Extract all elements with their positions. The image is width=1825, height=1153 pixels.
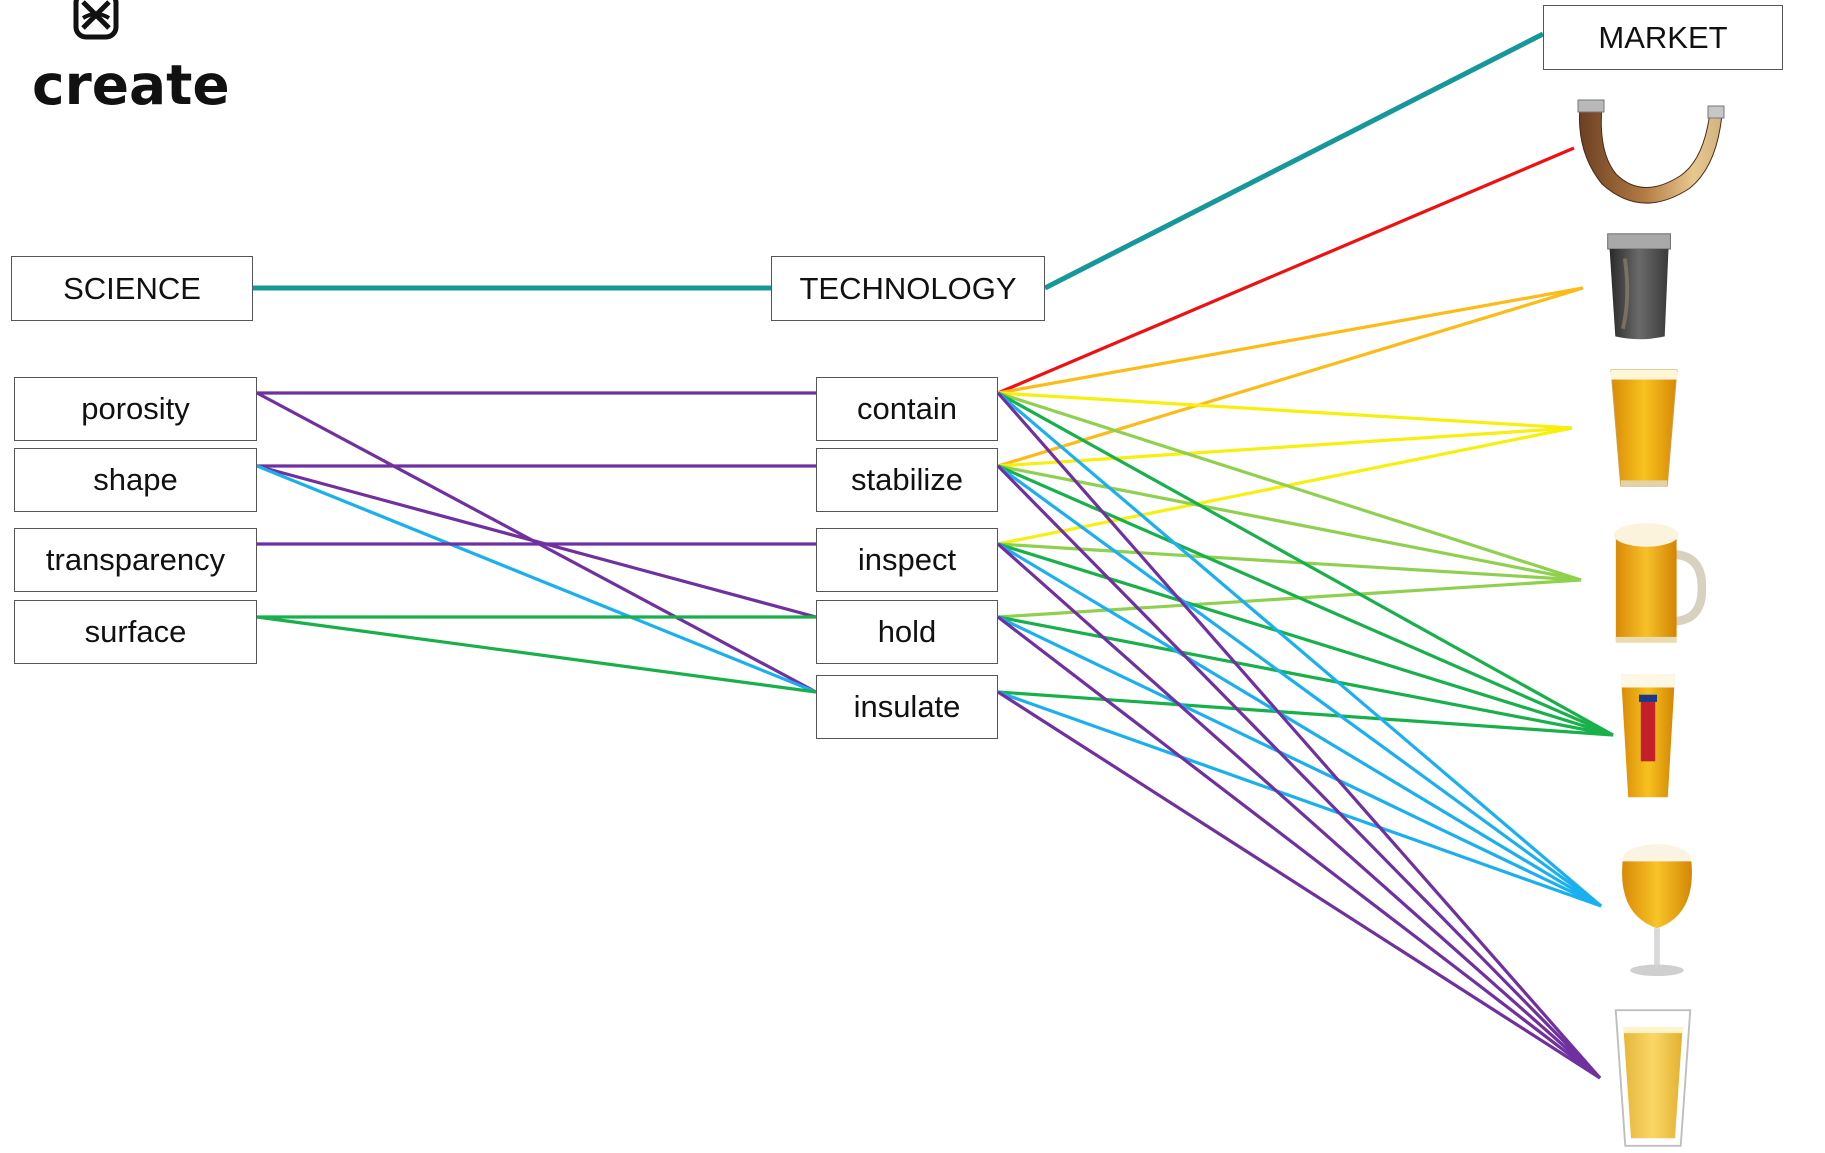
- connector-surface-insulate: [256, 615, 817, 694]
- connector-stabilize-tulip-glass: [997, 464, 1602, 908]
- science-item-porosity: porosity: [14, 377, 257, 441]
- technology-item-hold: hold: [816, 600, 998, 664]
- connector-contain-pint-glass: [997, 391, 1573, 430]
- technology-item-inspect: inspect: [816, 528, 998, 592]
- beer-mug-image: [1613, 523, 1706, 643]
- connector-hold-beer-mug: [997, 578, 1582, 619]
- double-wall-glass-image: [1614, 1009, 1692, 1147]
- connector-contain-drinking-horn: [997, 146, 1575, 395]
- connector-stabilize-double-wall-glass: [996, 464, 1602, 1080]
- connector-contain-jupiler-glass: [997, 391, 1614, 737]
- drinking-horn-image: [1577, 99, 1725, 204]
- connector-hold-jupiler-glass: [997, 615, 1614, 737]
- scale-logo-icon: [73, 0, 119, 40]
- technology-header: TECHNOLOGY: [771, 256, 1045, 321]
- technology-item-stabilize: stabilize: [816, 448, 998, 512]
- jupiler-glass-image: [1621, 674, 1675, 798]
- connector-contain-beer-mug: [997, 391, 1582, 582]
- connector-contain-tulip-glass: [996, 391, 1603, 908]
- connector-inspect-jupiler-glass: [997, 542, 1614, 737]
- science-header: SCIENCE: [11, 256, 253, 321]
- horn-cup-image: [1607, 233, 1671, 340]
- connector-stabilize-pint-glass: [997, 426, 1573, 468]
- technology-item-contain: contain: [816, 377, 998, 441]
- science-item-transparency: transparency: [14, 528, 257, 592]
- connector-contain-double-wall-glass: [996, 391, 1602, 1080]
- connector-insulate-tulip-glass: [997, 690, 1602, 908]
- connector-hold-double-wall-glass: [997, 615, 1601, 1080]
- pint-glass-image: [1610, 369, 1678, 487]
- tulip-glass-image: [1622, 844, 1692, 977]
- connector-inspect-double-wall-glass: [996, 542, 1602, 1080]
- connector-inspect-tulip-glass: [997, 542, 1602, 908]
- connector-contain-horn-cup: [997, 286, 1584, 395]
- connector-insulate-jupiler-glass: [997, 690, 1614, 737]
- market-header: MARKET: [1543, 5, 1783, 70]
- connector-insulate-double-wall-glass: [997, 690, 1601, 1080]
- science-item-shape: shape: [14, 448, 257, 512]
- connector-stabilize-beer-mug: [997, 464, 1582, 582]
- logo-wordmark: create: [32, 53, 230, 117]
- connector-inspect-beer-mug: [997, 542, 1582, 582]
- connector-shape-insulate: [256, 464, 817, 694]
- science-item-surface: surface: [14, 600, 257, 664]
- technology-item-insulate: insulate: [816, 675, 998, 739]
- connector-hold-tulip-glass: [997, 615, 1602, 908]
- connector-shape-hold: [256, 464, 817, 619]
- connector-technology-market: [1043, 31, 1545, 291]
- connector-stabilize-horn-cup: [997, 286, 1584, 468]
